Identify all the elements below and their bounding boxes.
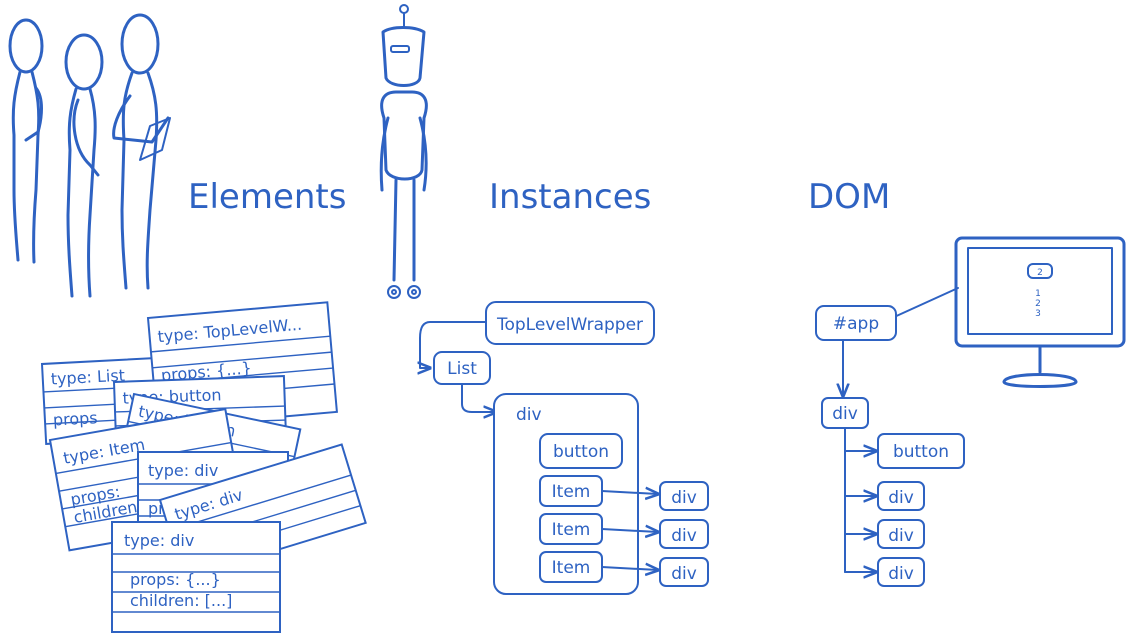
monitor-list-item: 3: [1035, 309, 1041, 319]
element-card-props: props: [52, 408, 98, 429]
element-card-div-front: type: div props: {...} children: [...]: [111, 521, 281, 633]
instance-button-label: button: [553, 442, 609, 462]
dom-tree: 2 1 2 3 #app div button div div div: [815, 236, 1126, 587]
instance-child-div-label: div: [671, 488, 697, 508]
dom-node-child-div-3: [877, 557, 925, 587]
connector-item-to-div: [601, 567, 658, 570]
connector-app-to-monitor: [891, 287, 959, 319]
dom-node-app: [815, 305, 897, 341]
connector-toplevel-to-list: [420, 321, 487, 368]
instance-div-label: div: [516, 405, 542, 425]
instance-list-label: List: [447, 359, 477, 379]
stick-figure-right: [112, 13, 171, 290]
robot-figure: [379, 4, 428, 299]
element-card-pile: type: List props type: TopLevelW... prop…: [40, 301, 367, 633]
element-card-type: type: div: [124, 531, 194, 550]
dom-node-child-div-label: div: [888, 526, 914, 546]
instance-child-div-label: div: [671, 526, 697, 546]
instance-child-div-3: [659, 557, 709, 587]
monitor-list-item: 1: [1035, 289, 1041, 299]
connector-list-to-div: [461, 383, 496, 412]
element-card-type: type: div: [148, 461, 218, 480]
dom-node-button-label: button: [893, 442, 949, 462]
monitor-icon: 2 1 2 3: [954, 236, 1126, 388]
element-card-children: children: [...]: [130, 591, 232, 610]
heading-dom: DOM: [808, 177, 890, 217]
instance-child-div-1: [659, 481, 709, 511]
heading-instances: Instances: [489, 177, 651, 217]
instance-item-label: Item: [552, 520, 591, 540]
dom-node-child-div-label: div: [888, 564, 914, 584]
dom-node-child-div-2: [877, 519, 925, 549]
instance-item-label: Item: [552, 558, 591, 578]
stick-figures-group: [8, 4, 428, 299]
monitor-list-item: 2: [1035, 299, 1041, 309]
heading-elements: Elements: [188, 177, 346, 217]
connector-item-to-div: [601, 529, 658, 532]
element-card-type: type: List: [50, 366, 125, 389]
instance-child-div-2: [659, 519, 709, 549]
dom-node-div-label: div: [832, 404, 858, 424]
element-card-props: props: {...}: [130, 570, 221, 589]
instance-toplevelwrapper-label: TopLevelWrapper: [496, 315, 643, 335]
dom-node-child-div-label: div: [888, 488, 914, 508]
monitor-counter-text: 2: [1037, 268, 1043, 278]
connector-item-to-div: [601, 491, 658, 494]
instances-tree: TopLevelWrapper List div button Item Ite…: [420, 301, 709, 595]
instance-child-div-label: div: [671, 564, 697, 584]
instance-item-label: Item: [552, 482, 591, 502]
dom-node-child-div-1: [877, 481, 925, 511]
stick-figure-left: [8, 18, 44, 264]
instance-button: [539, 433, 623, 469]
dom-node-button: [877, 433, 965, 469]
stick-figure-middle: [64, 33, 104, 298]
dom-node-app-label: #app: [833, 314, 879, 334]
element-card-toplevelwrapper: type: TopLevelW... props: {...}: [146, 301, 338, 429]
